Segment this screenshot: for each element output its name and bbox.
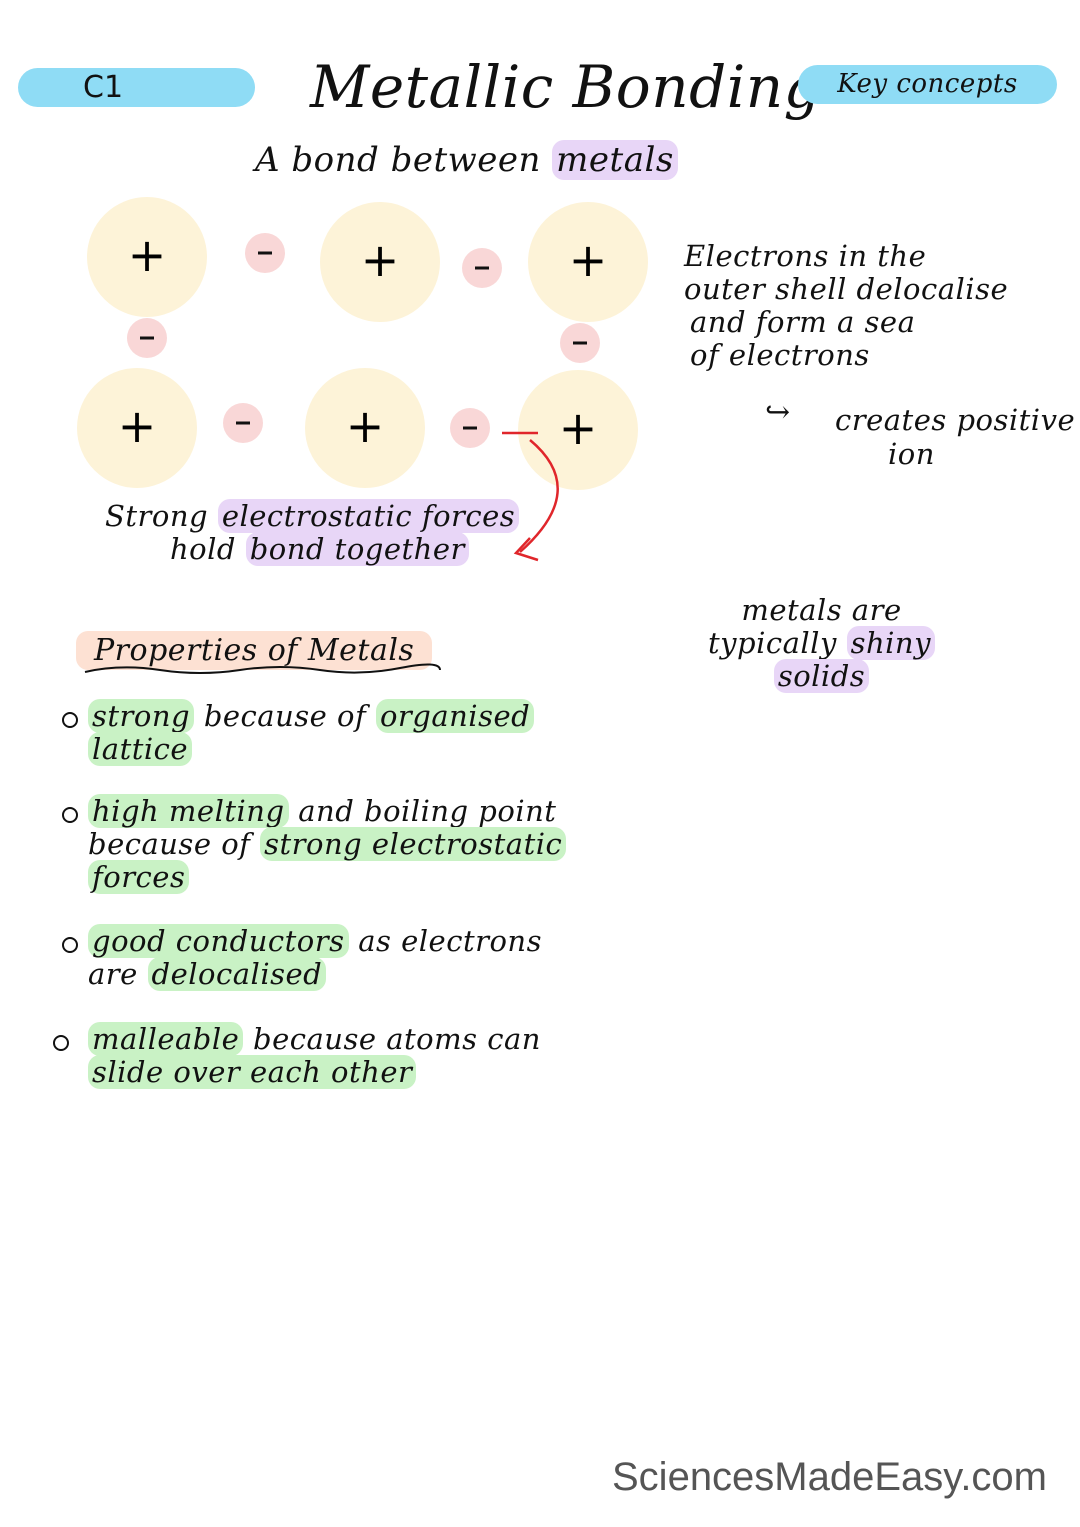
property-line: slide over each other	[88, 1055, 417, 1089]
bullet-icon	[62, 712, 78, 728]
result-line-1: creates positive	[835, 403, 1076, 437]
text: typically	[708, 626, 847, 660]
positive-ion	[87, 197, 207, 317]
property-line: because of strong electrostatic	[88, 827, 567, 861]
text: as electrons	[348, 924, 542, 958]
forces-line: Strong electrostatic forces	[105, 499, 520, 533]
property-line: lattice	[88, 732, 193, 766]
property-line: are delocalised	[88, 957, 327, 991]
positive-ion-sign: +	[559, 401, 598, 455]
result-line-2: ion	[888, 437, 935, 471]
highlighted-text: good conductors	[88, 924, 349, 958]
text: and boiling point	[288, 794, 557, 828]
text: Strong	[105, 499, 218, 533]
highlighted-text: lattice	[88, 732, 193, 766]
category-badge: Key concepts	[798, 65, 1057, 104]
properties-heading-text: Properties of Metals	[76, 631, 433, 670]
positive-ion-sign: +	[346, 399, 385, 453]
text: because of	[194, 699, 376, 733]
text: A bond between	[255, 140, 553, 180]
side-note-line: of electrons	[690, 338, 870, 372]
bullet-icon	[53, 1035, 69, 1051]
side-note-line: outer shell delocalise	[684, 272, 1009, 306]
subtitle: A bond between metals	[255, 140, 678, 180]
property-line: forces	[88, 860, 190, 894]
positive-ion	[305, 368, 425, 488]
text: hold	[170, 532, 246, 566]
side-note-line: and form a sea	[690, 305, 916, 339]
highlighted-text: electrostatic forces	[217, 499, 520, 533]
highlighted-text: forces	[88, 860, 190, 894]
positive-ion-sign: +	[128, 228, 167, 282]
topic-badge: C1	[18, 68, 255, 107]
side-note-line: Electrons in the	[684, 239, 927, 273]
topic-badge-label: C1	[83, 70, 124, 105]
positive-ion-sign: +	[569, 233, 608, 287]
highlighted-text: shiny	[846, 626, 935, 660]
highlighted-text: bond together	[245, 532, 469, 566]
property-line: high melting and boiling point	[88, 794, 557, 828]
shiny-note-line: solids	[708, 659, 935, 693]
highlighted-text: malleable	[88, 1022, 244, 1056]
text: are	[88, 957, 148, 991]
text: metals are	[741, 593, 902, 627]
highlighted-text: strong	[88, 699, 195, 733]
bullet-icon	[62, 807, 78, 823]
shiny-note-line: typically shiny	[708, 626, 935, 660]
positive-ion-sign: +	[361, 233, 400, 287]
wavy-underline	[84, 663, 441, 674]
highlighted-text: organised	[375, 699, 535, 733]
positive-ion	[320, 202, 440, 322]
positive-ion	[528, 202, 648, 322]
category-badge-label: Key concepts	[837, 69, 1018, 99]
property-line: strong because of organised	[88, 699, 535, 733]
watermark: SciencesMadeEasy.com	[612, 1455, 1047, 1499]
properties-heading: Properties of Metals	[76, 631, 433, 670]
highlighted-text: solids	[773, 659, 870, 693]
bullet-icon	[62, 937, 78, 953]
forces-line: hold bond together	[105, 532, 519, 566]
highlighted-text: delocalised	[147, 957, 327, 991]
highlighted-text: slide over each other	[88, 1055, 417, 1089]
text: because atoms can	[243, 1022, 541, 1056]
curved-arrow-right-icon: ↪	[765, 395, 791, 430]
property-line: good conductors as electrons	[88, 924, 542, 958]
property-line: malleable because atoms can	[88, 1022, 541, 1056]
positive-ion-sign: +	[118, 399, 157, 453]
shiny-note-line: metals are	[708, 594, 935, 627]
page-title: Metallic Bonding	[310, 53, 822, 121]
red-arrowhead-icon	[513, 537, 539, 562]
positive-ion	[77, 368, 197, 488]
text: because of	[88, 827, 261, 861]
highlighted-text: strong electrostatic	[260, 827, 567, 861]
metallic-lattice-diagram: + + + + + +	[77, 197, 648, 562]
highlighted-text: metals	[552, 140, 678, 180]
highlighted-text: high melting	[88, 794, 289, 828]
red-curved-arrow	[519, 439, 559, 553]
